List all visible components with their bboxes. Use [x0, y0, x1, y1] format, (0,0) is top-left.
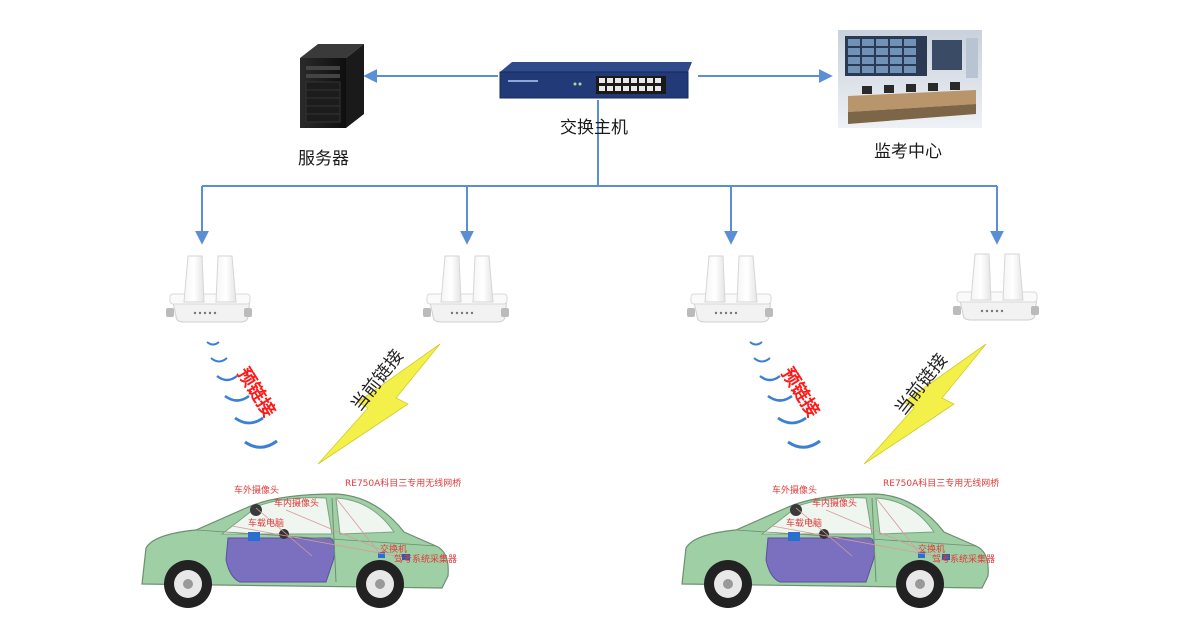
car2-bridge-label: RE750A科目三专用无线网桥 [883, 479, 1000, 489]
car2-inner-camera-label: 车内摄像头 [812, 499, 858, 509]
monitor-label: 监考中心 [874, 142, 942, 162]
car1-bridge-label: RE750A科目三专用无线网桥 [345, 479, 462, 489]
car2-onboard-pc-label: 车载电脑 [786, 519, 823, 529]
switch-label: 交换主机 [560, 118, 628, 138]
server-label: 服务器 [298, 149, 349, 169]
car2-collector-label: 驾考系统采集器 [932, 555, 996, 565]
access-point-3 [686, 255, 774, 323]
car2-outer-camera-label: 车外摄像头 [772, 486, 818, 496]
access-point-1 [165, 255, 253, 323]
car1-collector-label: 驾考系统采集器 [394, 555, 458, 565]
car1-outer-camera-label: 车外摄像头 [234, 486, 280, 496]
switch-icon [499, 62, 692, 99]
car1-onboard-pc-label: 车载电脑 [248, 519, 285, 529]
car1-inner-camera-label: 车内摄像头 [274, 499, 320, 509]
access-point-2 [422, 255, 510, 323]
server-icon [300, 44, 364, 128]
car1-switch-label: 交换机 [380, 545, 408, 555]
monitoring-center-image [838, 30, 982, 128]
car2-switch-label: 交换机 [918, 545, 946, 555]
access-point-4 [952, 253, 1040, 321]
